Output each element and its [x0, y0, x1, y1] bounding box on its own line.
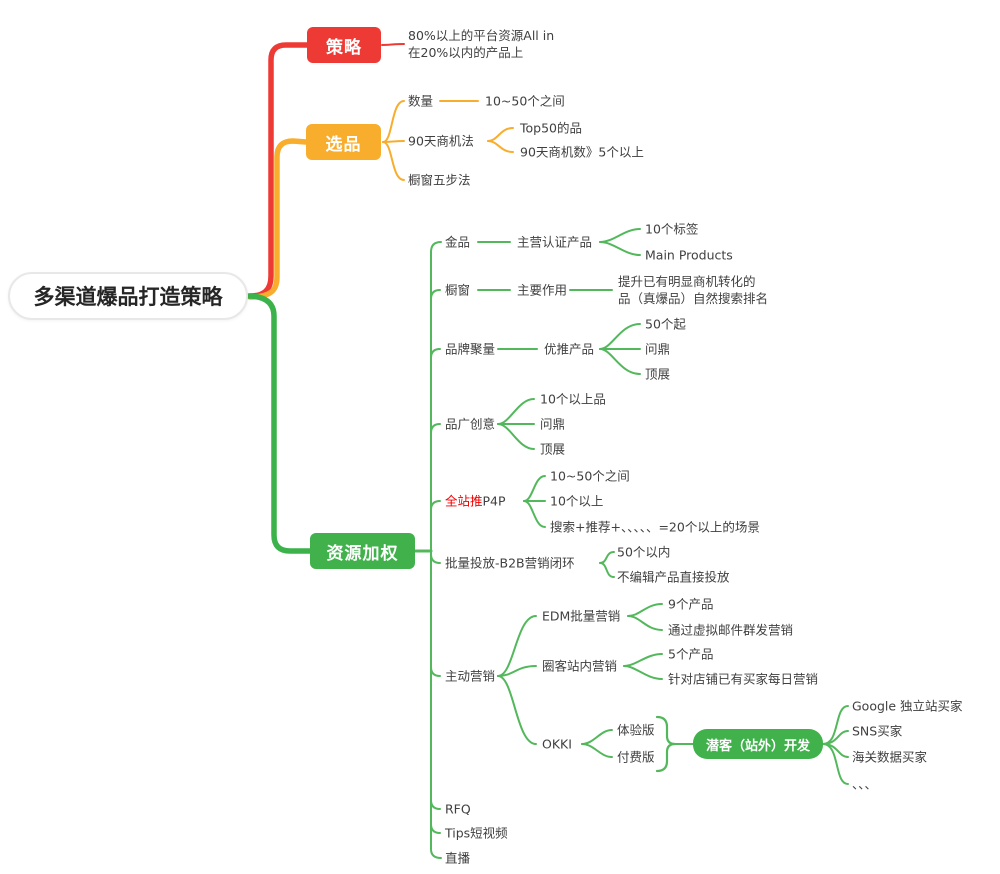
- node-quanke[interactable]: 圈客站内营销: [542, 658, 618, 674]
- node-edm-2[interactable]: 通过虚拟邮件群发营销: [668, 622, 794, 638]
- node-creative-dz[interactable]: 顶展: [540, 441, 566, 457]
- node-okki[interactable]: OKKI: [542, 736, 572, 752]
- branch-strategy[interactable]: 策略: [307, 27, 381, 63]
- edge-prospect-sns: [822, 730, 849, 745]
- node-okki-trial[interactable]: 体验版: [617, 722, 655, 738]
- node-prospect-more[interactable]: 、、、: [852, 776, 878, 792]
- edge-creative-10: [497, 398, 535, 425]
- edge-p4p-3: [523, 500, 546, 528]
- edge-hook-p4p: [430, 500, 441, 511]
- node-creative-wd[interactable]: 问鼎: [540, 416, 566, 432]
- edge-prospect-customs: [822, 743, 849, 758]
- branch-weighting[interactable]: 资源加权: [310, 533, 415, 569]
- edge-prospect-more: [822, 743, 849, 785]
- node-window5[interactable]: 橱窗五步法: [408, 172, 471, 188]
- node-p4p-3[interactable]: 搜索+推荐+、、、、、=20个以上的场景: [550, 519, 760, 535]
- node-prospect-sns[interactable]: SNS买家: [852, 723, 903, 739]
- edge-active-quanke: [497, 665, 537, 677]
- node-edm-1[interactable]: 9个产品: [668, 596, 714, 612]
- edge-selection-quantity: [382, 100, 405, 143]
- node-showcase[interactable]: 橱窗: [445, 282, 471, 298]
- node-creative-10[interactable]: 10个以上品: [540, 391, 606, 407]
- node-brand-wd[interactable]: 问鼎: [645, 341, 671, 357]
- node-strategy-note[interactable]: 80%以上的平台资源All in 在20%以内的产品上: [408, 28, 555, 60]
- node-tips[interactable]: Tips短视频: [445, 825, 508, 841]
- node-gold-main-products[interactable]: Main Products: [645, 247, 733, 263]
- node-brand[interactable]: 品牌聚量: [445, 341, 496, 357]
- node-prospect-box[interactable]: 潜客（站外）开发: [693, 729, 823, 759]
- curly-brace: [655, 715, 676, 773]
- node-quanke-1[interactable]: 5个产品: [668, 646, 714, 662]
- strategy-edges: [381, 43, 405, 46]
- edge-push-dz: [599, 348, 641, 375]
- node-quantity-value[interactable]: 10~50个之间: [485, 93, 565, 109]
- edge-active-edm: [497, 615, 537, 677]
- p4p-label-suffix: P4P: [482, 493, 506, 509]
- node-quantity[interactable]: 数量: [408, 93, 434, 109]
- node-live[interactable]: 直播: [445, 850, 471, 866]
- node-brand-50[interactable]: 50个起: [645, 316, 686, 332]
- node-gold-tags[interactable]: 10个标签: [645, 221, 699, 237]
- edge-cert-tags: [599, 228, 641, 243]
- edge-hook-tips: [430, 823, 441, 834]
- node-edm[interactable]: EDM批量营销: [542, 608, 621, 624]
- node-gold[interactable]: 金品: [445, 234, 471, 250]
- selection-edges: [382, 100, 514, 181]
- edge-edm-1: [627, 603, 663, 617]
- edge-quanke-1: [623, 653, 663, 667]
- node-batch-1[interactable]: 50个以内: [617, 544, 671, 560]
- weighting-edges: [413, 228, 849, 859]
- edge-root-selection: [247, 138, 309, 300]
- node-showcase-role[interactable]: 主要作用: [517, 282, 568, 298]
- edge-quanke-2: [623, 665, 663, 680]
- root-topic[interactable]: 多渠道爆品打造策略: [8, 272, 248, 320]
- node-prospect-customs[interactable]: 海关数据买家: [852, 749, 928, 765]
- edge-okki-trial: [581, 729, 613, 745]
- edge-batch-1: [599, 551, 615, 564]
- node-brand-push[interactable]: 优推产品: [544, 341, 595, 357]
- edge-root-weighting: [245, 293, 313, 554]
- node-p4p-1[interactable]: 10~50个之间: [550, 468, 630, 484]
- edge-hook-creative: [430, 423, 441, 434]
- edge-p4p-1: [523, 475, 546, 502]
- node-rfq[interactable]: RFQ: [445, 801, 471, 817]
- edge-hook-rfq: [430, 799, 441, 810]
- node-showcase-note[interactable]: 提升已有明显商机转化的 品（真爆品）自然搜索排名: [618, 274, 769, 306]
- edge-batch-2: [599, 562, 615, 578]
- node-brand-dz[interactable]: 顶展: [645, 366, 671, 382]
- node-prospect-google[interactable]: Google 独立站买家: [852, 698, 963, 714]
- edge-hook-showcase: [430, 289, 441, 300]
- edge-hook-active: [430, 666, 441, 677]
- edge-edm-2: [627, 615, 663, 631]
- edge-selection-window5: [382, 141, 405, 181]
- edge-active-okki: [497, 675, 537, 745]
- node-method90[interactable]: 90天商机法: [408, 133, 474, 149]
- branch-selection[interactable]: 选品: [306, 124, 381, 160]
- edge-cert-main: [599, 241, 641, 256]
- edge-weighting-spine: [430, 241, 442, 859]
- edge-hook-batch: [430, 553, 441, 564]
- p4p-label-red: 全站推: [445, 493, 483, 509]
- edge-selection-method90: [382, 140, 405, 143]
- node-gold-cert[interactable]: 主营认证产品: [517, 234, 593, 250]
- edge-method90-top50: [487, 127, 514, 142]
- node-creative[interactable]: 品广创意: [445, 416, 496, 432]
- node-method90-count[interactable]: 90天商机数》5个以上: [520, 144, 644, 160]
- edge-hook-brand: [430, 348, 441, 359]
- node-batch[interactable]: 批量投放-B2B营销闭环: [445, 555, 575, 571]
- node-batch-2[interactable]: 不编辑产品直接投放: [617, 569, 730, 585]
- edge-method90-count: [487, 140, 514, 153]
- edge-creative-dz: [497, 423, 535, 450]
- edge-strategy-note: [381, 43, 405, 46]
- edge-push-50: [599, 323, 641, 350]
- node-method90-top50[interactable]: Top50的品: [520, 120, 582, 136]
- main-branch-edges: [245, 42, 313, 554]
- edge-okki-paid: [581, 743, 613, 758]
- node-active[interactable]: 主动营销: [445, 668, 496, 684]
- node-p4p-2[interactable]: 10个以上: [550, 493, 604, 509]
- node-p4p[interactable]: 全站推P4P: [445, 493, 506, 510]
- node-quanke-2[interactable]: 针对店铺已有买家每日营销: [668, 671, 819, 687]
- node-okki-paid[interactable]: 付费版: [617, 749, 655, 765]
